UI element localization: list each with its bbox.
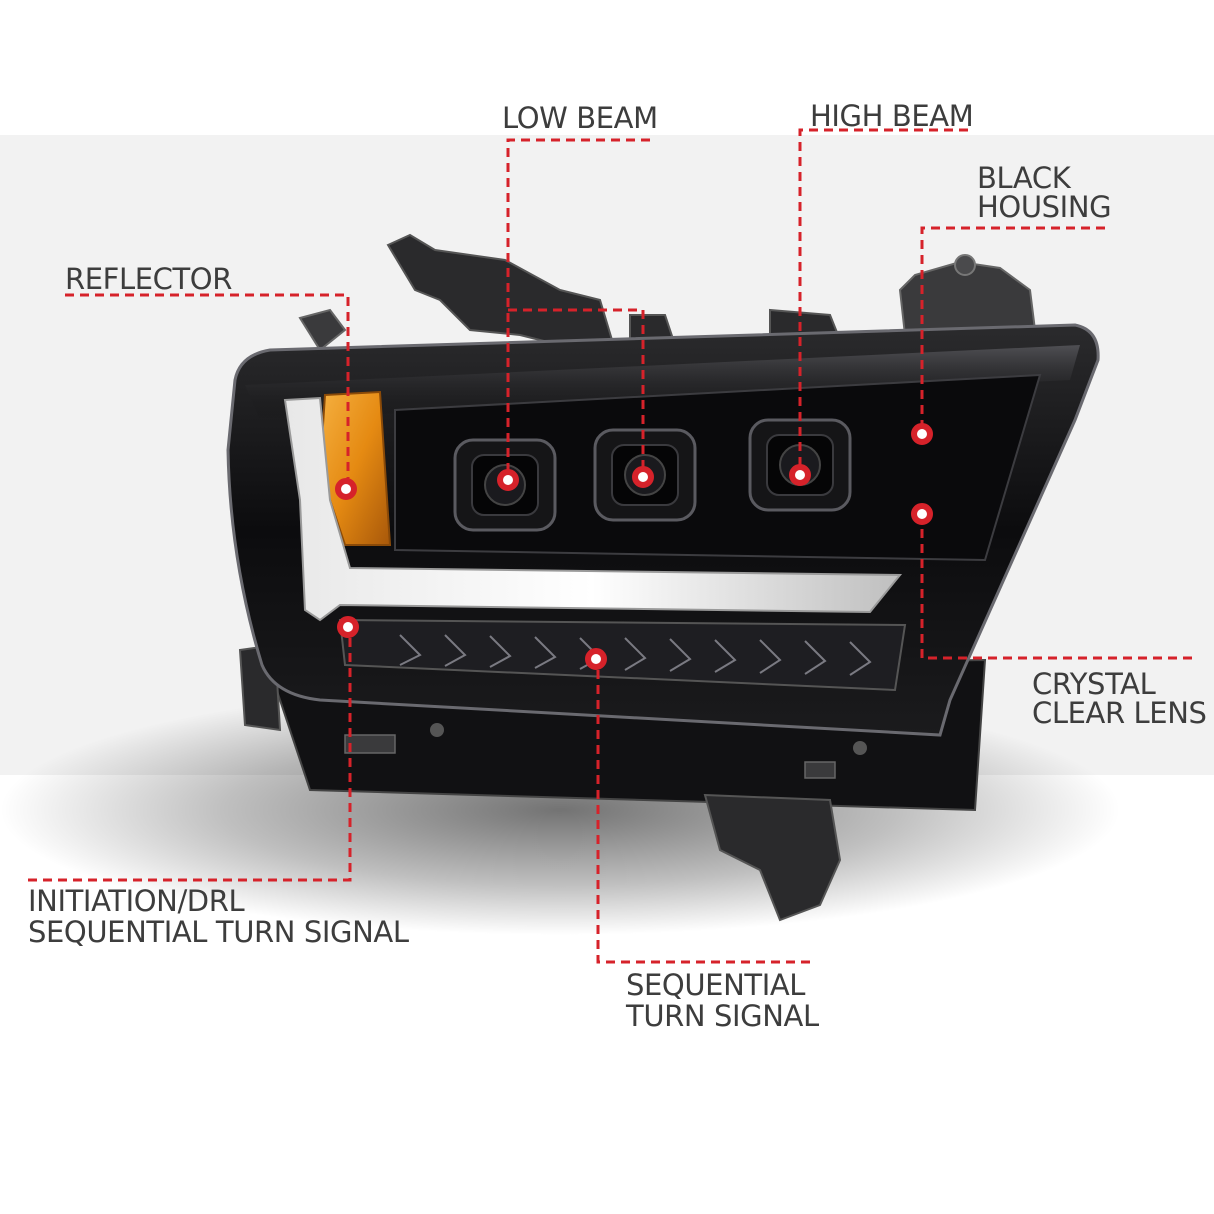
callout-line-low-beam — [506, 138, 650, 478]
callout-line-drl — [28, 627, 352, 882]
label-black-housing: BLACK HOUSING — [977, 161, 1112, 224]
marker-reflector — [335, 478, 357, 500]
lens-glare — [245, 345, 1080, 420]
label-turn-line2: TURN SIGNAL — [626, 999, 819, 1033]
label-crystal-clear-lens: CRYSTAL CLEAR LENS — [1032, 670, 1207, 728]
label-drl-line1: INITIATION/DRL — [28, 884, 245, 918]
marker-black-housing — [911, 423, 933, 445]
callout-line-center — [508, 308, 645, 475]
label-black-housing-line2: HOUSING — [977, 190, 1112, 224]
marker-center-projector — [632, 466, 654, 488]
label-high-beam: HIGH BEAM — [810, 99, 974, 133]
marker-high-beam — [789, 464, 811, 486]
tab-left-top — [298, 308, 347, 352]
callout-line-reflector — [65, 293, 350, 488]
label-low-beam-text: LOW BEAM — [502, 101, 658, 135]
label-black-housing-line1: BLACK — [977, 161, 1071, 195]
headlight-assembly — [226, 233, 1100, 922]
label-crystal-line1: CRYSTAL — [1032, 667, 1156, 701]
adjust-screw-right — [853, 741, 867, 755]
label-reflector: REFLECTOR — [65, 264, 232, 294]
callout-line-crystal-lens — [920, 514, 1192, 660]
turn-signal-strip — [338, 618, 907, 692]
callout-lines — [28, 128, 1192, 964]
marker-crystal-lens — [911, 503, 933, 525]
callout-line-black-housing — [920, 226, 1105, 432]
adjust-screw-left — [430, 723, 444, 737]
lower-clip-right — [804, 761, 836, 779]
bottom-bracket — [703, 793, 842, 922]
label-drl-line2: SEQUENTIAL TURN SIGNAL — [28, 915, 409, 949]
bulb-cap-knob — [954, 254, 976, 276]
drl-light-bar — [283, 396, 903, 622]
led-chevrons — [399, 634, 872, 676]
marker-low-beam — [497, 469, 519, 491]
label-initiation-drl: INITIATION/DRL SEQUENTIAL TURN SIGNAL — [28, 886, 409, 948]
label-crystal-line2: CLEAR LENS — [1032, 696, 1207, 730]
label-low-beam: LOW BEAM — [502, 103, 658, 133]
marker-drl — [337, 616, 359, 638]
lower-clip-left — [344, 734, 396, 754]
callout-line-high-beam — [798, 128, 968, 473]
callout-line-turn-signal — [596, 659, 810, 964]
label-high-beam-text: HIGH BEAM — [810, 99, 974, 133]
label-sequential-turn-signal: SEQUENTIAL TURN SIGNAL — [626, 970, 819, 1032]
label-turn-line1: SEQUENTIAL — [626, 968, 806, 1002]
marker-turn-signal — [585, 648, 607, 670]
callout-markers — [335, 423, 933, 670]
label-reflector-text: REFLECTOR — [65, 262, 232, 296]
